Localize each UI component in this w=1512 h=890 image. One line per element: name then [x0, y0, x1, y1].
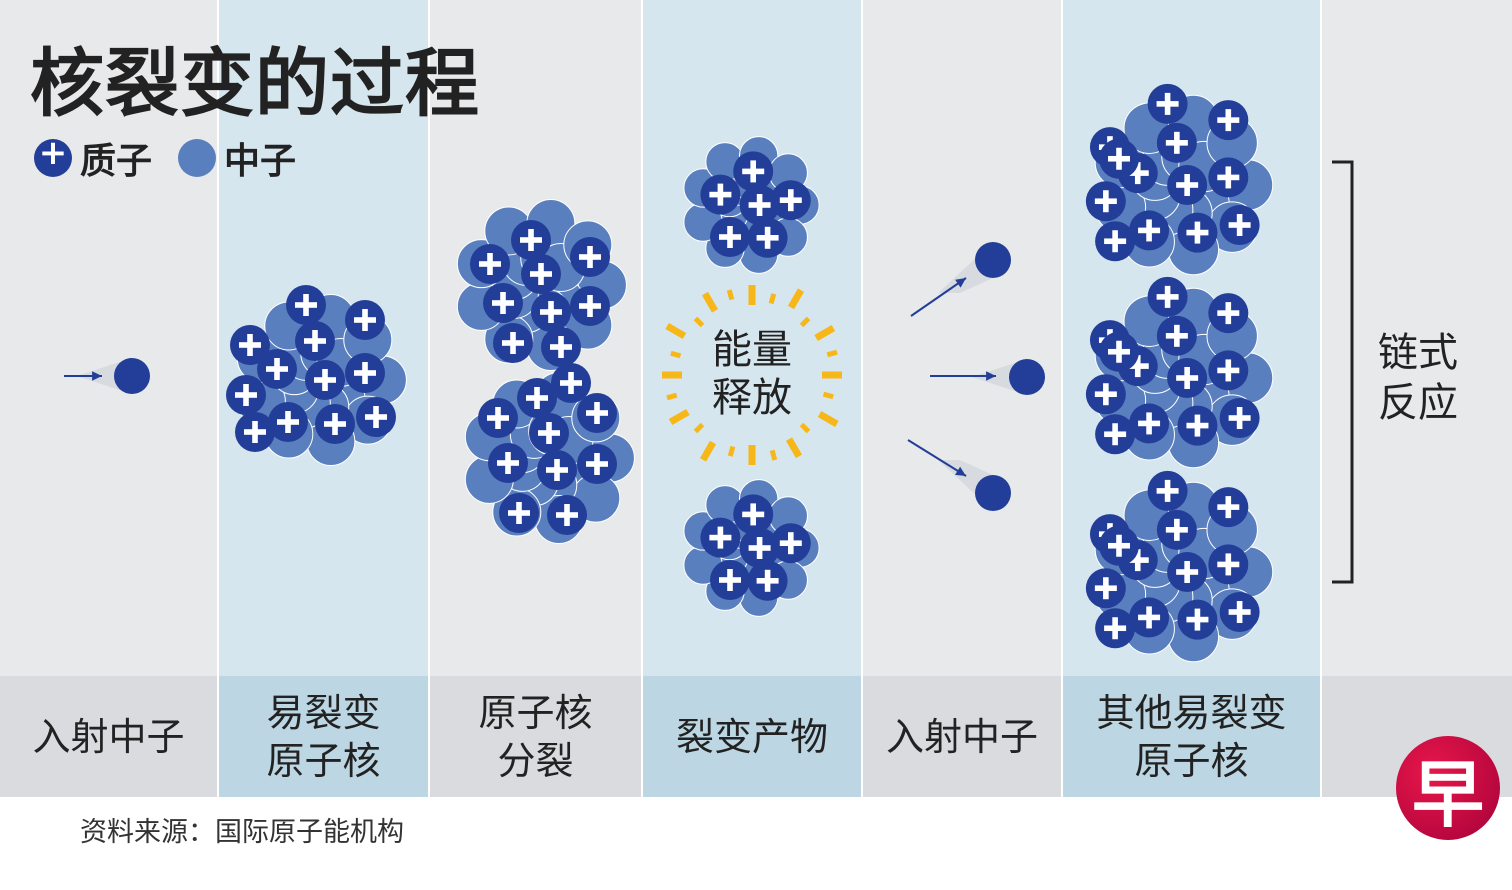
column-incident-neutrons [863, 0, 1061, 676]
column-incident-neutron [0, 0, 217, 676]
arrow-2 [930, 371, 996, 381]
chain-reaction-label: 链式 反应 [1378, 330, 1458, 426]
fissile-nucleus [226, 285, 407, 466]
released-neutron-2 [972, 359, 1045, 395]
label-other-nuclei: 其他易裂变 原子核 [1063, 676, 1320, 797]
label-incident-neutrons: 入射中子 [863, 676, 1061, 797]
legend-proton: 质子 [80, 141, 153, 182]
legend: + 质子 中子 [34, 132, 296, 184]
incident-neutron [77, 358, 150, 394]
page-title: 核裂变的过程 [30, 41, 480, 127]
arrow-incident [64, 371, 102, 381]
splitting-nucleus-bottom [464, 363, 635, 544]
logo: 早 [1396, 736, 1500, 840]
released-neutron-1 [938, 242, 1011, 293]
arrow-3 [907, 439, 967, 477]
energy-burst [662, 285, 842, 465]
label-fission-products: 裂变产物 [643, 676, 861, 797]
arrow-1 [910, 277, 967, 317]
source-note: 资料来源：国际原子能机构 [80, 817, 404, 848]
label-incident-neutron: 入射中子 [0, 676, 217, 797]
product-nucleus-top [683, 136, 820, 274]
neutron-icon [178, 139, 217, 177]
released-neutron-3 [938, 460, 1011, 511]
splitting-nucleus-top [456, 199, 627, 371]
other-nucleus-2 [1085, 276, 1274, 469]
column-chain [1322, 0, 1512, 676]
other-nucleus-3 [1085, 470, 1274, 663]
proton-icon: + [34, 133, 72, 177]
product-nucleus-bottom [683, 479, 820, 617]
label-fissile-nucleus: 易裂变 原子核 [219, 676, 428, 797]
label-nucleus-split: 原子核 分裂 [430, 676, 641, 797]
other-nucleus-1 [1085, 83, 1274, 276]
energy-release-label: 能量 释放 [712, 327, 792, 421]
legend-neutron: 中子 [224, 141, 297, 182]
chain-bracket [1332, 160, 1354, 584]
